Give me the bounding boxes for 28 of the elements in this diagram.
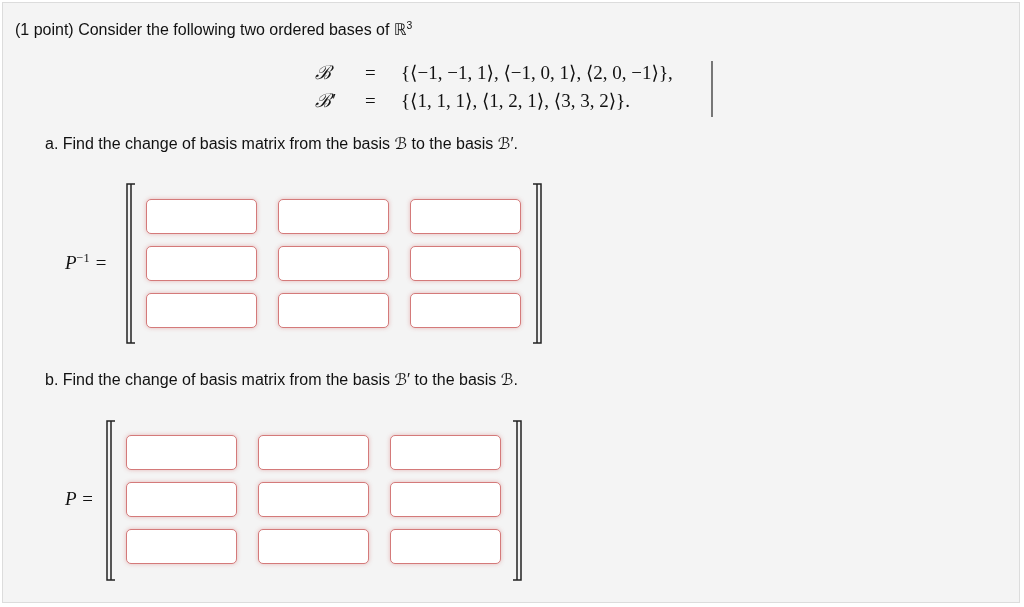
math-expression: P$^{−1}$ = xyxy=(65,251,108,276)
answer-box xyxy=(126,435,237,470)
question-text: a. Find the change of basis matrix from the basis ℬ to the basis ℬ′. xyxy=(45,134,518,154)
math-expression: {⟨1, 1, 1⟩, ⟨1, 2, 1⟩, ⟨3, 3, 2⟩}. xyxy=(401,90,630,113)
question-text: b. Find the change of basis matrix from the basis ℬ′ to the basis ℬ. xyxy=(45,370,518,390)
answer-box xyxy=(390,529,501,564)
answer-box xyxy=(410,199,521,234)
answer-box xyxy=(390,482,501,517)
answer-box xyxy=(126,529,237,564)
math-expression: P = xyxy=(65,488,94,511)
math-expression: {⟨−1, −1, 1⟩, ⟨−1, 0, 1⟩, ⟨2, 0, −1⟩}, xyxy=(401,62,673,85)
answer-box xyxy=(278,246,389,281)
math-expression: = xyxy=(365,90,376,113)
answer-box xyxy=(258,529,369,564)
answer-box xyxy=(258,435,369,470)
answer-box xyxy=(126,482,237,517)
question-text: (1 point) Consider the following two ordered bases of ℝ$^{3}$ xyxy=(15,20,413,40)
answer-box xyxy=(258,482,369,517)
answer-box xyxy=(410,246,521,281)
math-expression: ℬ′ xyxy=(315,90,336,113)
math-expression: = xyxy=(365,62,376,85)
answer-box xyxy=(390,435,501,470)
answer-box xyxy=(278,199,389,234)
answer-box xyxy=(278,293,389,328)
answer-box xyxy=(146,199,257,234)
answer-box xyxy=(146,293,257,328)
answer-box xyxy=(146,246,257,281)
answer-box xyxy=(410,293,521,328)
